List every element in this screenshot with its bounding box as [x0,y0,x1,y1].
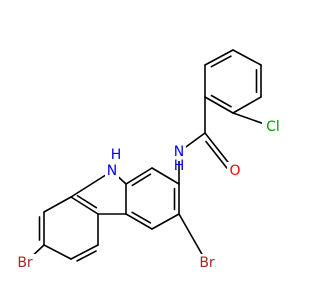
bond-r2-r3 [151,213,180,230]
bond-b4-b5 [232,96,262,114]
bond-b5-b6-double [210,94,232,108]
bond-cC-O-double [205,140,228,169]
bond-l5-l6 [70,244,99,260]
bromine-right-label: Br [199,255,215,271]
bond-layer [24,49,274,264]
bond-l4-l5 [43,244,72,260]
bond-l1-l2-double [76,194,98,209]
amide-h-label: H [174,158,185,174]
chlorine-label: Cl [266,119,280,135]
ring-h-label: H [111,147,122,163]
bond-r6-r1 [151,167,180,185]
bond-r5-r6-double [131,173,152,187]
molecule-structure: N H N H O Cl Br Br [13,49,284,272]
bond-r5-r6 [125,167,153,185]
amide-n-label: N [174,144,184,160]
bond-b5-b6 [204,96,234,114]
carbonyl-o-label: O [229,163,240,179]
atom-label-layer: N H N H O Cl Br Br [13,118,284,272]
bond-r3-r4 [125,213,153,230]
ring-n-label: N [107,163,117,179]
bond-b2-b3 [232,49,262,66]
bond-b1-b2-double [210,55,232,68]
bond-r3-r4-double [131,211,152,224]
bond-l5-l6-double [76,250,97,262]
bromine-left-label: Br [17,255,33,271]
bond-l1-l2 [70,196,99,215]
bond-b1-b2 [204,49,234,66]
bond-l2-l3 [43,196,72,213]
